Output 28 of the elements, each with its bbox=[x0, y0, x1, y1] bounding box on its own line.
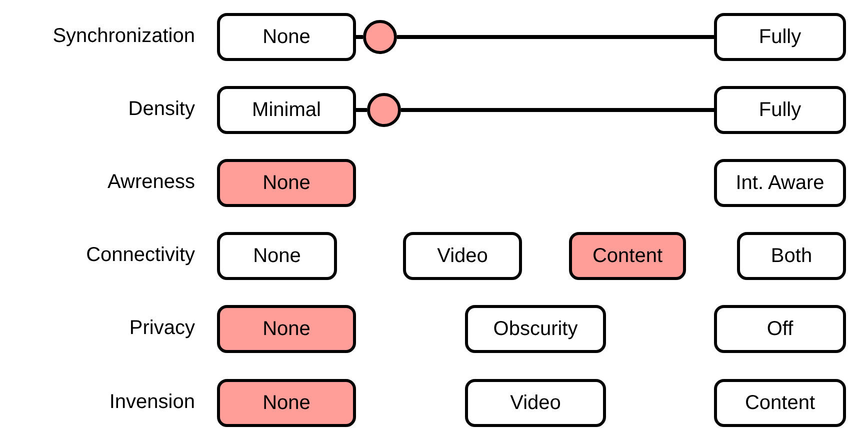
row-label: Synchronization bbox=[52, 24, 195, 48]
option-box: None bbox=[217, 159, 356, 207]
option-box: Content bbox=[714, 379, 846, 427]
option-box: None bbox=[217, 13, 356, 61]
option-box: Int. Aware bbox=[714, 159, 846, 207]
option-box: Minimal bbox=[217, 86, 356, 134]
row-label: Density bbox=[128, 97, 195, 121]
row-label: Privacy bbox=[129, 316, 195, 340]
connector-line bbox=[401, 108, 714, 112]
option-box: Fully bbox=[714, 86, 846, 134]
slider-knob bbox=[363, 20, 397, 54]
option-box: Obscurity bbox=[465, 305, 606, 353]
option-box: None bbox=[217, 232, 337, 280]
option-box: Both bbox=[737, 232, 846, 280]
connector-line bbox=[356, 108, 367, 112]
connector-line bbox=[356, 35, 363, 39]
connector-line bbox=[397, 35, 714, 39]
option-box: Off bbox=[714, 305, 846, 353]
option-box: None bbox=[217, 305, 356, 353]
option-box: Fully bbox=[714, 13, 846, 61]
option-box: None bbox=[217, 379, 356, 427]
option-box: Content bbox=[569, 232, 686, 280]
slider-knob bbox=[367, 93, 401, 127]
row-label: Connectivity bbox=[86, 243, 195, 267]
option-box: Video bbox=[465, 379, 606, 427]
row-label: Awreness bbox=[108, 170, 195, 194]
option-box: Video bbox=[403, 232, 522, 280]
row-label: Invension bbox=[109, 390, 195, 414]
